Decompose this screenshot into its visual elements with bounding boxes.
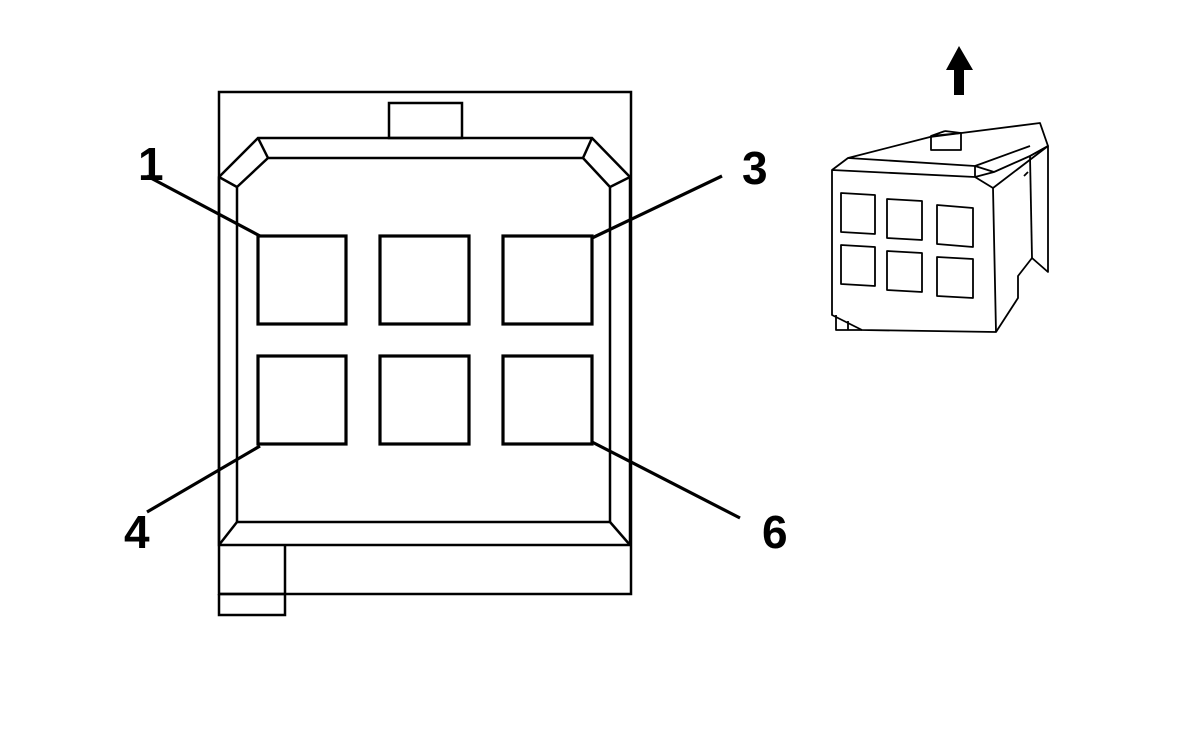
bevel-bottom-left <box>218 521 238 546</box>
iso-side-face <box>992 145 1049 333</box>
pin-cavity-5 <box>378 354 471 446</box>
iso-latch-top <box>930 130 946 137</box>
pin-cavity-2 <box>378 234 471 326</box>
leader-line-3 <box>591 174 723 240</box>
iso-latch <box>930 132 962 151</box>
inner-frame-outer <box>217 136 632 547</box>
iso-top-corner <box>974 165 995 173</box>
iso-pin-2 <box>886 198 923 241</box>
pin-label-3: 3 <box>742 142 768 194</box>
iso-pin-3 <box>936 204 974 248</box>
pin-cavity-6 <box>501 354 594 446</box>
iso-pin-1 <box>840 192 876 235</box>
iso-pin-5 <box>886 250 923 293</box>
iso-latch-top-b <box>944 130 962 134</box>
iso-pin-4 <box>840 244 876 287</box>
bevel-top-right <box>581 137 594 159</box>
connector-front-view: 1 3 4 6 <box>124 90 788 617</box>
bevel-bottom-right <box>609 521 631 546</box>
leader-line-1 <box>146 174 261 238</box>
pin-label-6: 6 <box>762 506 788 558</box>
iso-side-edge <box>1029 145 1049 157</box>
pin-label-4: 4 <box>124 506 150 558</box>
bevel-right-upper <box>609 175 631 189</box>
bevel-top-left <box>256 137 270 159</box>
iso-foot <box>835 315 862 331</box>
housing-foot <box>217 545 287 617</box>
inner-frame-inner <box>235 156 612 524</box>
iso-side-slot <box>1029 155 1033 259</box>
iso-side-corner <box>1023 171 1029 177</box>
iso-pin-6 <box>936 256 974 299</box>
pin-label-1: 1 <box>138 138 164 190</box>
leader-line-6 <box>591 440 741 520</box>
pin-cavity-1 <box>256 234 348 326</box>
leader-line-4 <box>146 444 261 514</box>
connector-isometric-view <box>831 122 1049 333</box>
iso-top-front-edge <box>847 157 976 167</box>
iso-top-back-edge <box>974 145 1031 167</box>
pin-cavity-3 <box>501 234 594 326</box>
latch-tab <box>387 101 464 140</box>
arrow-up-icon <box>946 46 973 95</box>
pin-cavity-4 <box>256 354 348 446</box>
iso-top-face <box>831 122 1049 178</box>
housing-outer <box>217 90 633 596</box>
bevel-left-upper <box>218 175 238 189</box>
